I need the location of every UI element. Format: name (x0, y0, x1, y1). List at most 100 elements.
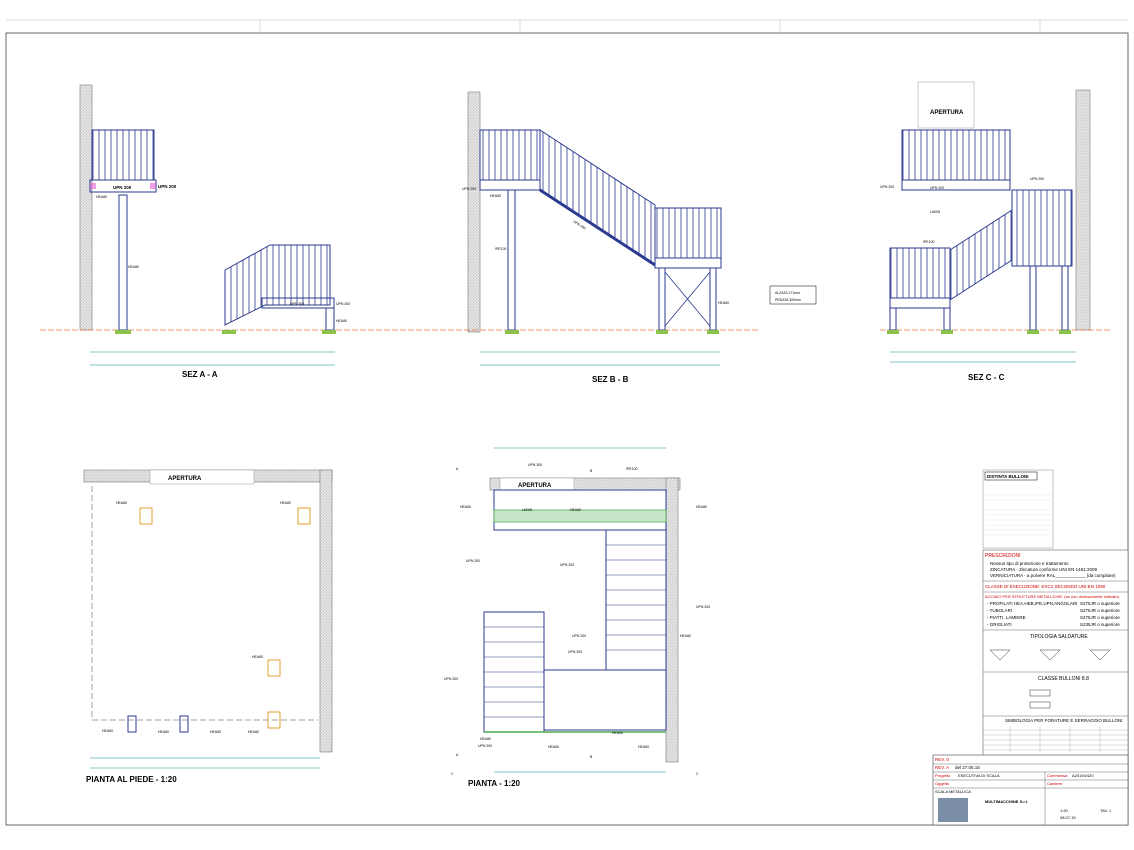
upn300-plan: UPN 300 (528, 463, 542, 467)
ipe100-label-c: IPE100 (923, 240, 935, 244)
commessa-label: Commessa (1047, 773, 1068, 778)
ipe100-plan: IPE100 (626, 467, 638, 471)
acciaio-4: - GRIGLIATI (987, 622, 1012, 627)
sheet-border (5, 19, 1129, 826)
notes-panel: DISTINTA BULLONI PRESCRIZIONI Nessun tip… (982, 469, 1129, 796)
prescrizione-3: VERNICIATURA - a polvere RAL____________… (990, 573, 1116, 578)
prescrizione-2: ZINCATURA - Zincatura conforme UNI EN 14… (990, 567, 1097, 572)
upn200-right-label-c: UPN 200 (1030, 177, 1044, 181)
hea60-foot-6: HEA60 (158, 730, 169, 734)
prescrizioni-heading: PRESCRIZIONI (985, 553, 1021, 559)
upn200-plan-4: UPN 200 (568, 650, 582, 654)
pianta-marker-a-top: A (456, 467, 459, 471)
pianta-marker-c-right: C (696, 772, 699, 776)
rev0-label: REV. 0 (935, 757, 949, 762)
acciaio-1-value: S275JR o superiore (1080, 601, 1120, 606)
title-block: REV. 0 REV. A del 27.06.15 Progetto ESEC… (932, 754, 1129, 826)
upn200-plan-6: UPN 200 (478, 744, 492, 748)
scala-value: 1:20 (1060, 808, 1069, 813)
hea60-lower-label-a: HEA60 (336, 319, 347, 323)
hea60-plan-4: HEA60 (680, 634, 691, 638)
acciaio-4-value: S235JR o superiore (1080, 622, 1120, 627)
upn200-label-a: UPN 200 (113, 185, 132, 190)
prescrizione-1: Nessun tipo di protezione e trattamento (990, 561, 1069, 566)
hea60-label-a: HEA60 (96, 195, 107, 199)
upn300-label-a: UPN 300 (290, 302, 304, 306)
hea60-plan-5: HEA60 (480, 737, 491, 741)
upn200-plan-1: UPN 200 (466, 559, 480, 563)
classe-esecuzione: CLASSE DI ESECUZIONE: EXC2 SECONDO UNI-E… (985, 584, 1106, 589)
hea60-column-label-a: HEA60 (128, 265, 139, 269)
hea60-plan-6: HEA60 (548, 745, 559, 749)
hea60-plan-8: HEA60 (612, 731, 623, 735)
upn200-label-b: UPN 200 (462, 187, 476, 191)
hea60-plan-3: HEA60 (570, 508, 581, 512)
section-c-c: APERTURA UPN 200 UPN 200 UPN 200 IPE100 … (880, 81, 1110, 382)
hea60-plan-7: HEA60 (638, 745, 649, 749)
revA-label: REV. A (935, 765, 949, 770)
saldature-heading: TIPOLOGIA SALDATURE (1030, 634, 1088, 640)
upn300-plan-2: UPN 300 (444, 677, 458, 681)
alzata-label: ALZATA 171mm (775, 291, 800, 295)
pianta-marker-b-bottom: B (590, 755, 593, 759)
upn200-mid-label-c: UPN 200 (930, 186, 944, 190)
oggetto-label: Oggetto (935, 781, 950, 786)
commessa-value: A2019/2420 (1072, 773, 1094, 778)
sez-bb-title: SEZ B - B (592, 375, 629, 384)
hea60-foot-3: HEA60 (252, 655, 263, 659)
pedata-label: PEDATA 300mm (775, 298, 801, 302)
acciaio-2-value: S275JR o superiore (1080, 608, 1120, 613)
cantiere-label: Cantiere (1047, 781, 1063, 786)
acciaio-1: - PROFILATI HEA,HEB,IPE,UPN,ANGOLARI (987, 601, 1077, 606)
apertura-label-plan: APERTURA (518, 483, 552, 489)
progetto-label: Progetto (935, 773, 951, 778)
company-logo (938, 798, 968, 822)
l60x5-label-c: L60X5 (930, 210, 940, 214)
apertura-label-foot: APERTURA (168, 476, 202, 482)
hea60-foot-7: HEA60 (210, 730, 221, 734)
hea60-label-b: HEA60 (490, 194, 501, 198)
revA-date: del 27.06.15 (955, 765, 980, 770)
hea60-plan-2: HEA60 (696, 505, 707, 509)
l60x5-plan: L60X5 (522, 508, 532, 512)
pianta-marker-c-left: C (451, 772, 454, 776)
oggetto-value: SCALA METALLICA (935, 789, 971, 794)
pianta-piede-title: PIANTA AL PIEDE - 1:20 (86, 775, 177, 784)
hea60-leg-label-b: HEA60 (718, 301, 729, 305)
acciaio-3: - PIATTI, LAMIERE (987, 615, 1026, 620)
upn200-plan-2: UPN 200 (560, 563, 574, 567)
tav-value: TAV. 1 (1100, 808, 1112, 813)
pianta-marker-b-top: B (590, 469, 593, 473)
upn200-lower-label-a: UPN 200 (336, 302, 350, 306)
data-value: 08.07.15 (1060, 815, 1076, 820)
section-b-b: UPN 200 HEA60 UPN 200 IPE100 HEA60 ALZAT… (440, 91, 817, 384)
apertura-label-c: APERTURA (930, 110, 964, 116)
hea60-foot-5: HEA60 (102, 729, 113, 733)
acciai-heading: ACCIAIO PER STRUTTURE METALLICHE: (se no… (985, 594, 1120, 599)
plan-top: APERTURA HEA60 HEA60 HEA60 L60X5 UPN 300… (444, 447, 710, 788)
section-a-a: UPN 200 UPN 200 HEA60 HEA60 UPN 300 HEA6… (40, 84, 440, 379)
ipe100-label-b: IPE100 (495, 247, 507, 251)
hea60-foot-1: HEA60 (116, 501, 127, 505)
acciaio-3-value: S275JR o superiore (1080, 615, 1120, 620)
distinta-title: DISTINTA BULLONI (987, 474, 1029, 479)
bulloni-heading: CLASSE BULLONI 8.8 (1038, 676, 1089, 682)
company-name: MULTIMACCHINE S.r.l. (985, 799, 1028, 804)
upn200-label-c: UPN 200 (880, 185, 894, 189)
upn200-plan-5: UPN 200 (696, 605, 710, 609)
sez-cc-title: SEZ C - C (968, 373, 1005, 382)
sez-aa-title: SEZ A - A (182, 370, 218, 379)
progetto-value: ESECUTIVA DI SCALA (958, 773, 1000, 778)
hea60-foot-2: HEA60 (280, 501, 291, 505)
upn200-plan-3: UPN 200 (572, 634, 586, 638)
hea60-plan-1: HEA60 (460, 505, 471, 509)
acciaio-2: - TUBOLARI (987, 608, 1012, 613)
hea60-foot-4: HEA60 (248, 730, 259, 734)
upn200-side-label-a: UPN 200 (158, 184, 177, 189)
plan-foot: APERTURA HEA60 HEA60 HEA60 HEA60 HEA60 H… (83, 469, 333, 784)
pianta-title: PIANTA - 1:20 (468, 779, 521, 788)
upn200-flight-label-b: UPN 200 (572, 219, 586, 230)
pianta-marker-a-bottom: A (456, 753, 459, 757)
simbologia-heading: SIMBOLOGIA PER FORATURE E SERRAGGIO BULL… (1005, 718, 1122, 723)
